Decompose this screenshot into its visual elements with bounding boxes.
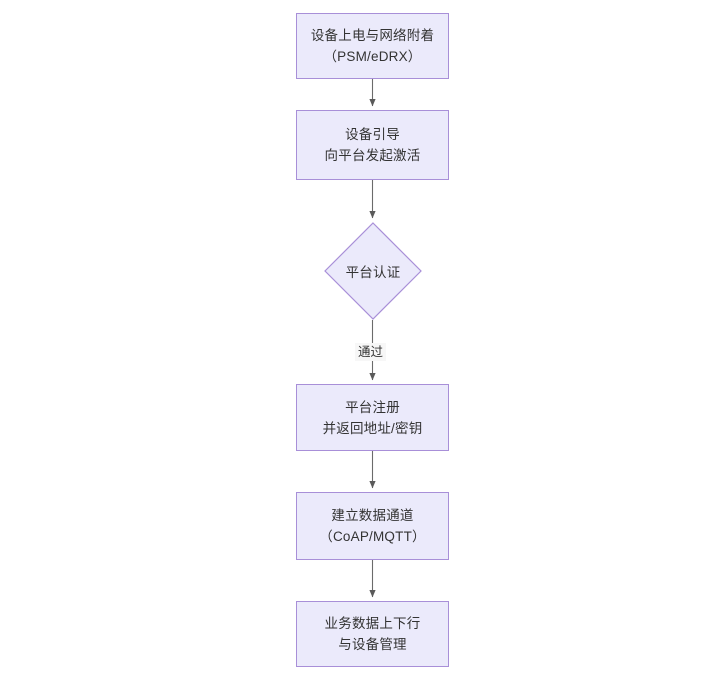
node-auth-label: 平台认证 (345, 265, 401, 280)
node-boot-line-1: 设备引导 (345, 127, 400, 142)
node-register-line-2: 并返回地址/密钥 (322, 420, 423, 436)
node-power-line-2: （PSM/eDRX） (323, 49, 422, 64)
node-register-line-1: 平台注册 (345, 399, 400, 415)
node-channel-line-2: （CoAP/MQTT） (319, 529, 426, 544)
diamond-shape-icon (324, 222, 422, 320)
node-data-line-2: 与设备管理 (338, 637, 407, 652)
node-platform-registration[interactable]: 平台注册 并返回地址/密钥 (296, 384, 449, 451)
node-device-bootstrap[interactable]: 设备引导 向平台发起激活 (296, 110, 449, 180)
node-boot-line-2: 向平台发起激活 (324, 148, 421, 163)
node-platform-authentication[interactable]: 平台认证 (324, 222, 422, 320)
node-business-data-and-management[interactable]: 业务数据上下行 与设备管理 (296, 601, 449, 667)
node-device-power-on[interactable]: 设备上电与网络附着 （PSM/eDRX） (296, 13, 449, 79)
edge-label-pass: 通过 (355, 343, 387, 361)
node-channel-line-1: 建立数据通道 (331, 508, 414, 523)
node-data-line-1: 业务数据上下行 (324, 616, 421, 631)
node-establish-data-channel[interactable]: 建立数据通道 （CoAP/MQTT） (296, 492, 449, 560)
node-power-line-1: 设备上电与网络附着 (310, 28, 435, 43)
